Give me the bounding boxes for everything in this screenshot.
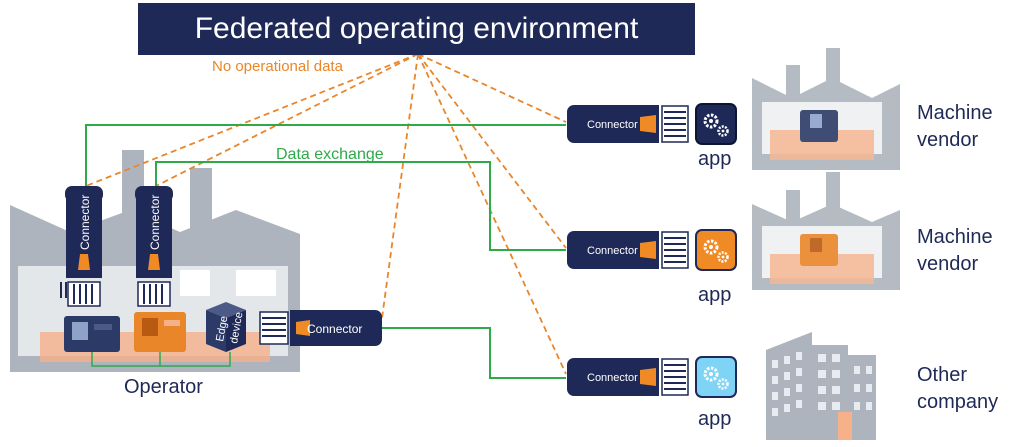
factory-icon — [752, 48, 900, 170]
no-operational-data-lines — [85, 53, 567, 375]
connector-label-partner-3: Connector — [587, 372, 638, 384]
party-label-3: Other company — [917, 362, 998, 416]
party-label-1-line2: vendor — [917, 129, 979, 151]
vertical-connector[interactable] — [60, 186, 103, 307]
office-building-icon — [766, 332, 876, 440]
app-label-3: app — [698, 408, 732, 430]
party-label-2: Machine vendor — [917, 224, 993, 278]
operator-label: Operator — [124, 376, 203, 398]
vertical-connector[interactable] — [135, 186, 173, 307]
edge-device-icon — [206, 302, 246, 352]
connector-label-horizontal: Connector — [307, 322, 362, 336]
no-operational-data-label: No operational data — [212, 58, 343, 75]
factory-icon — [752, 172, 900, 290]
app-box-2[interactable] — [695, 229, 737, 271]
edge-device-label-line2: device — [228, 311, 245, 344]
machine-icon — [134, 312, 186, 352]
partner-connector-1[interactable] — [567, 105, 689, 143]
data-exchange-lines — [85, 124, 566, 379]
connector-label-vertical-1: Connector — [78, 195, 92, 250]
data-exchange-label: Data exchange — [276, 146, 384, 163]
party-label-1-line1: Machine — [917, 102, 993, 124]
party-label-3-line1: Other — [917, 364, 968, 386]
connector-label-partner-2: Connector — [587, 245, 638, 257]
horizontal-connector[interactable] — [259, 310, 382, 346]
edge-device-label-line1: Edge — [214, 315, 230, 342]
app-box-3[interactable] — [695, 356, 737, 398]
partner-connector-3[interactable] — [567, 358, 689, 396]
party-label-2-line1: Machine — [917, 226, 993, 248]
party-label-3-line2: company — [917, 391, 999, 413]
connector-label-vertical-2: Connector — [148, 195, 162, 250]
connector-label-partner-1: Connector — [587, 119, 638, 131]
app-box-1[interactable] — [695, 103, 737, 145]
machine-icon — [64, 316, 120, 352]
app-label-1: app — [698, 148, 732, 170]
party-label-1: Machine vendor — [917, 100, 993, 154]
page-title: Federated operating environment — [138, 3, 695, 55]
partner-connector-2[interactable] — [567, 231, 689, 269]
app-label-2: app — [698, 284, 732, 306]
party-label-2-line2: vendor — [917, 253, 979, 275]
